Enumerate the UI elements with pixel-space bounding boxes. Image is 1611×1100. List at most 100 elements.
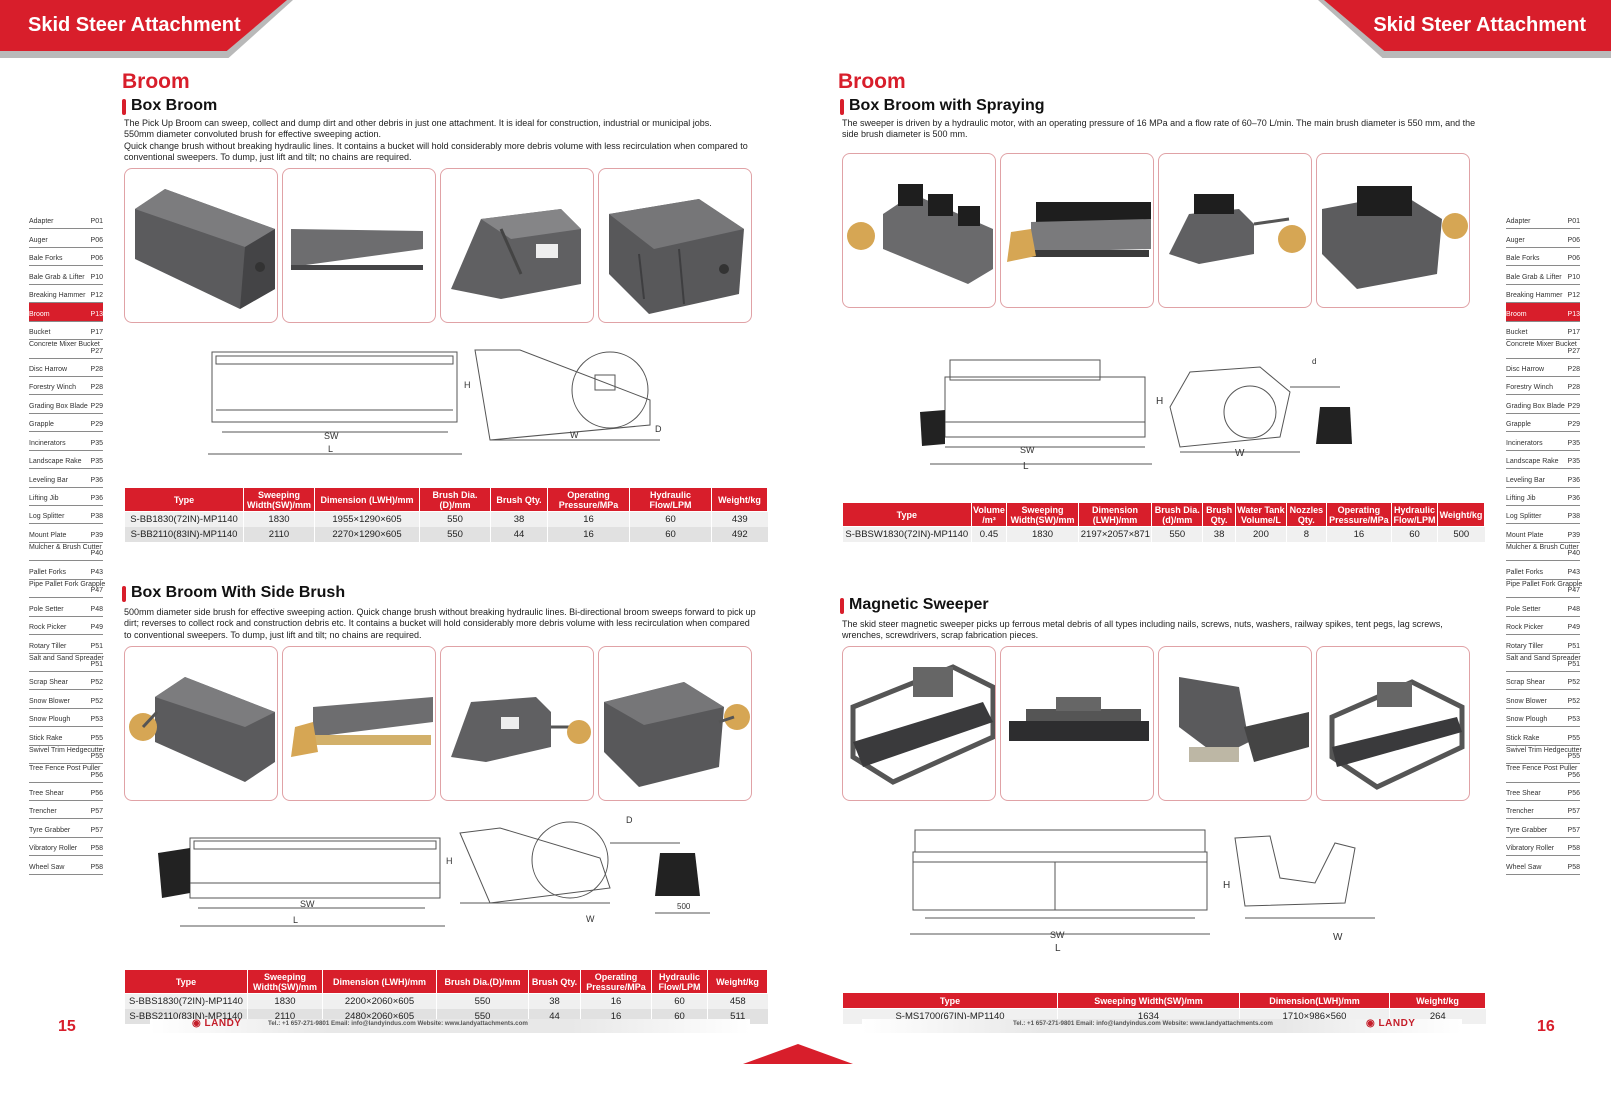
index-item-page: P36 <box>1567 495 1580 502</box>
drawing-label-h: H <box>464 380 471 390</box>
index-item-page: P51 <box>90 660 103 668</box>
index-item-name: Auger <box>29 236 48 244</box>
box-broom-spraying-technical-drawing: SW L H W d <box>920 357 1352 472</box>
product-photo <box>598 168 752 323</box>
index-item-name: Auger <box>1506 236 1525 244</box>
index-item-name: Rock Picker <box>1506 624 1544 632</box>
index-item-name: Broom <box>29 310 50 318</box>
product-photo <box>124 168 278 323</box>
drawing-label-l: L <box>293 915 298 925</box>
index-item-name: Tree Fence Post Puller <box>1506 765 1578 773</box>
index-item-page: P12 <box>1567 292 1580 300</box>
index-item-name: Pipe Pallet Fork Grapple <box>29 580 106 588</box>
index-item-name: Disc Harrow <box>29 365 68 373</box>
logo-text: LANDY <box>204 1018 242 1029</box>
index-item-page: P58 <box>1567 845 1580 853</box>
index-item-page: P48 <box>90 605 103 613</box>
index-item-page: P17 <box>1567 329 1580 337</box>
index-item-name: Scrap Shear <box>1506 679 1545 687</box>
index-item-name: Bale Forks <box>1506 255 1540 263</box>
product-photo <box>1000 646 1154 801</box>
index-item-name: Mulcher & Brush Cutter <box>29 543 102 551</box>
index-item-name: Landscape Rake <box>29 458 82 466</box>
index-item-page: P58 <box>1567 863 1580 871</box>
index-item-name: Snow Plough <box>29 716 71 724</box>
index-item-name: Tree Fence Post Puller <box>29 765 101 773</box>
index-item-name: Stick Rake <box>1506 734 1540 742</box>
